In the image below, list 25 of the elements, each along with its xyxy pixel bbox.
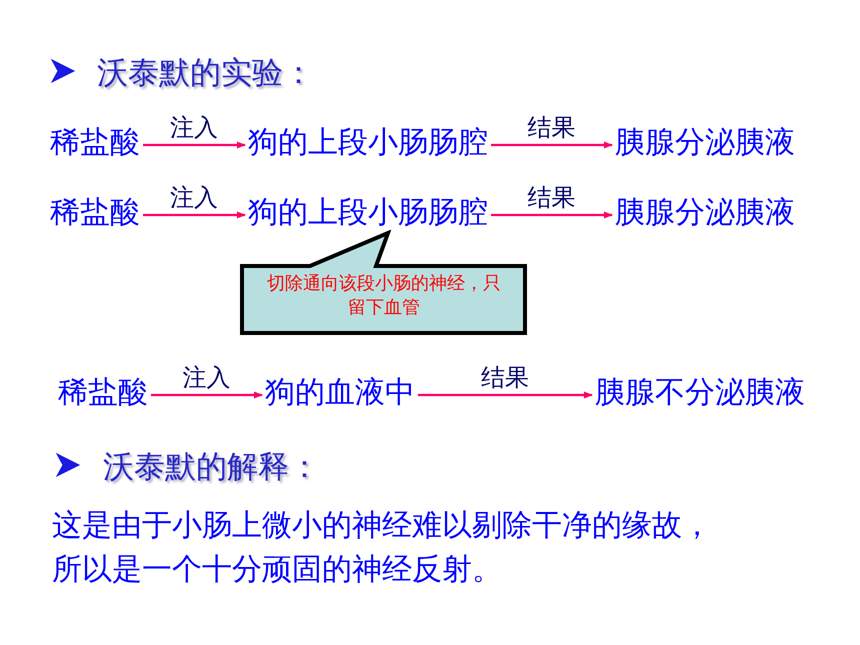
- node-text: 狗的上段小肠肠腔: [248, 125, 488, 161]
- section-heading: 沃泰默的解释：: [103, 448, 320, 487]
- explanation-text: 这是由于小肠上微小的神经难以剔除干净的缘故，所以是一个十分顽固的神经反射。: [52, 507, 713, 588]
- arrow: [143, 211, 246, 219]
- callout-bubble: 切除通向该段小肠的神经，只留下血管: [238, 230, 530, 337]
- edge-label: 注入: [170, 184, 218, 211]
- edge-label: 结果: [481, 364, 529, 391]
- arrow: [143, 141, 246, 149]
- node-text: 稀盐酸: [50, 195, 140, 231]
- node-text: 狗的上段小肠肠腔: [248, 195, 488, 231]
- node-text: 胰腺分泌胰液: [615, 125, 795, 161]
- arrow: [491, 211, 613, 219]
- node-text: 狗的血液中: [265, 375, 415, 411]
- edge-label: 注入: [182, 364, 230, 391]
- edge-label: 注入: [170, 114, 218, 141]
- node-text: 胰腺分泌胰液: [615, 195, 795, 231]
- arrow: [151, 391, 263, 399]
- node-text: 稀盐酸: [58, 375, 148, 411]
- section-heading: 沃泰默的实验：: [97, 54, 314, 93]
- node-text: 稀盐酸: [50, 125, 140, 161]
- arrow: [418, 391, 593, 399]
- arrow: [491, 141, 613, 149]
- node-text: 胰腺不分泌胰液: [595, 375, 805, 411]
- edge-label: 结果: [528, 114, 576, 141]
- edge-label: 结果: [528, 184, 576, 211]
